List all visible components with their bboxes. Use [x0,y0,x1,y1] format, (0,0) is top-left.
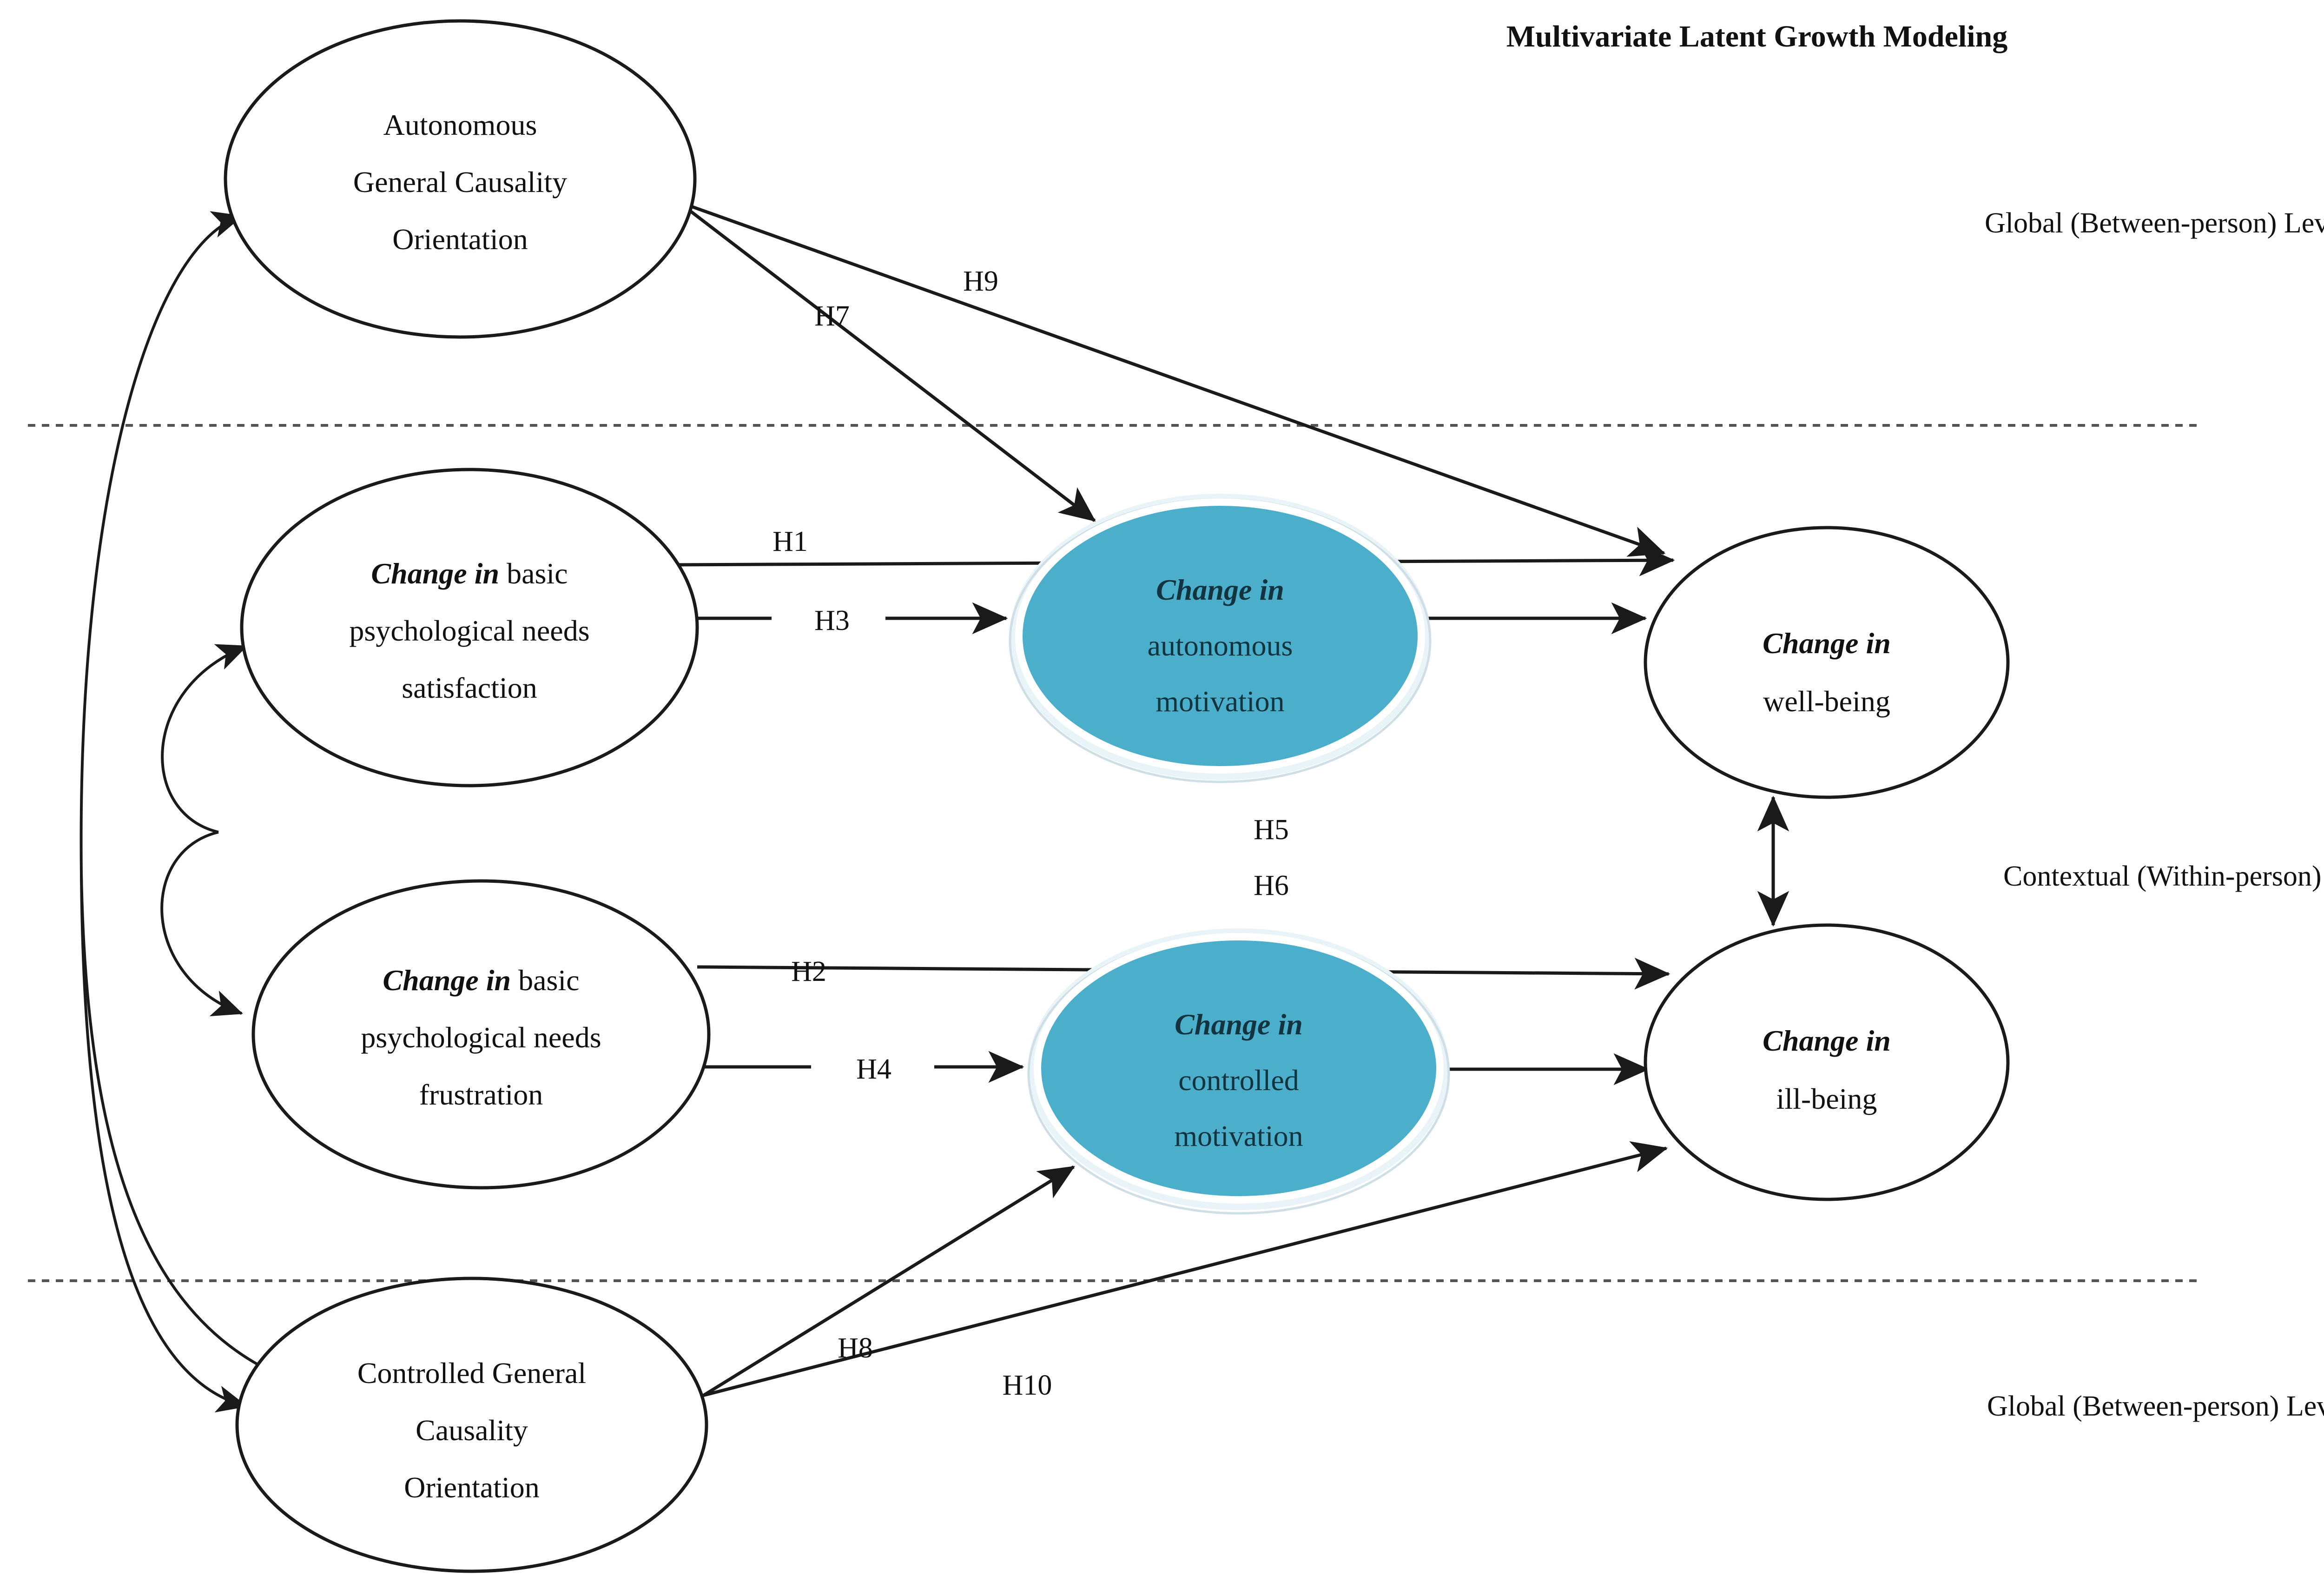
node-change-in-needs-satisfaction[interactable]: Change in basic psychological needs sati… [240,468,699,788]
node-line-3: Orientation [404,1471,539,1504]
level-label-middle: Contextual (Within-person) Level [2003,860,2324,892]
node-line-2: psychological needs [361,1021,601,1054]
connector-h8-controlled-gco-to-controlled-motivation [696,1165,1075,1401]
connector-controlled-to-autonomous-gco [79,211,465,1403]
node-line-1-emphasis: Change in [1763,1024,1891,1057]
hypothesis-label-h7: H7 [814,300,850,332]
node-line-2: General Causality [353,165,567,199]
node-line-1-rest: basic [511,964,580,997]
node-line-2: ill-being [1776,1082,1877,1115]
hypothesis-label-h2: H2 [791,956,826,987]
node-change-in-well-being[interactable]: Change in well-being [1644,526,2010,799]
hypothesis-label-h8: H8 [838,1332,873,1364]
node-line-1-emphasis: Change in [1175,1008,1303,1041]
node-ellipse [240,468,699,788]
node-ellipse [1644,923,2010,1201]
hypothesis-label-h4: H4 [856,1053,891,1085]
node-change-in-needs-frustration[interactable]: Change in basic psychological needs frus… [251,879,711,1190]
node-line-2: autonomous [1148,629,1293,662]
figure-title: Multivariate Latent Growth Modeling [1506,20,2008,53]
node-controlled-general-causality-orientation[interactable]: Controlled General Causality Orientation [235,1277,708,1573]
node-line-3: motivation [1174,1119,1303,1152]
node-ellipse [235,1277,708,1573]
node-line-3: Orientation [392,223,528,256]
connector-needs-frus-link-lower [160,831,243,1017]
hypothesis-label-h6: H6 [1254,870,1289,901]
node-line-1-emphasis: Change in [1156,573,1284,606]
node-line-3: motivation [1155,685,1284,718]
node-line-1: Change in [1156,573,1284,606]
node-line-2: controlled [1178,1064,1299,1097]
hypothesis-label-h10: H10 [1003,1370,1052,1401]
node-line-1-emphasis: Change in [371,557,499,590]
node-line-1: Autonomous [383,108,537,141]
connector-needs-sat-to-frus-upper [161,644,248,834]
connector-h10-controlled-gco-to-ill-being [697,1141,1668,1399]
node-change-in-controlled-motivation[interactable]: Change in controlled motivation [1027,928,1450,1215]
node-ellipse [1015,498,1425,774]
node-line-1: Change in [1763,1024,1891,1057]
node-line-1: Controlled General [357,1357,586,1390]
hypothesis-label-h9: H9 [963,265,998,297]
node-line-1: Change in [1175,1008,1303,1041]
node-line-3: frustration [419,1078,543,1111]
node-ellipse [1644,526,2010,799]
node-line-1-rest: basic [499,557,568,590]
node-line-2: Causality [416,1414,528,1447]
node-line-1: Change in basic [383,964,579,997]
node-ellipse [224,19,697,339]
node-autonomous-general-causality-orientation[interactable]: Autonomous General Causality Orientation [224,19,697,339]
node-line-1: Change in [1763,627,1891,660]
node-change-in-autonomous-motivation[interactable]: Change in autonomous motivation [1009,494,1432,783]
connector-h7-autonomous-gco-to-autonomous-motivation [687,208,1096,522]
level-label-top: Global (Between-person) Level [1985,207,2324,239]
node-line-1-emphasis: Change in [1763,627,1891,660]
hypothesis-label-h5: H5 [1254,814,1289,846]
connector-left-outer-to-controlled-gco [80,874,248,1413]
node-line-1-emphasis: Change in [383,964,511,997]
hypothesis-label-h1: H1 [772,526,808,557]
level-label-bottom: Global (Between-person) Level [1987,1390,2324,1422]
hypothesis-label-h3: H3 [814,605,850,636]
node-line-2: well-being [1763,685,1890,718]
node-line-3: satisfaction [402,671,537,704]
node-line-1: Change in basic [371,557,568,590]
node-ellipse [1034,933,1444,1204]
node-change-in-ill-being[interactable]: Change in ill-being [1644,923,2010,1201]
node-ellipse [251,879,711,1190]
node-line-2: psychological needs [349,614,589,647]
connector-h9-autonomous-gco-to-well-being [692,205,1666,557]
